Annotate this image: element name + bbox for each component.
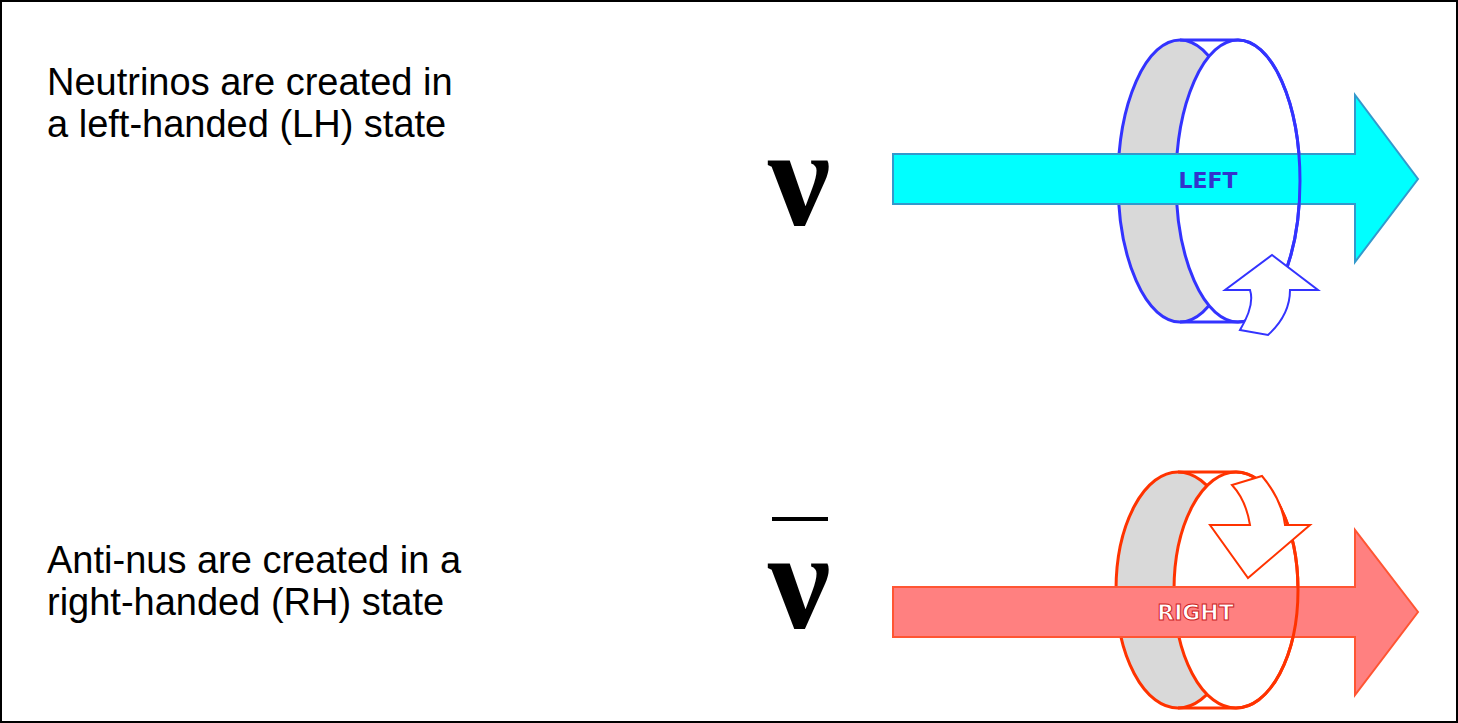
statement-text: Anti-nus are created in a right-handed (…: [47, 540, 480, 624]
arrow-label: LEFT: [1178, 168, 1237, 193]
neutrino-symbol: ν: [768, 108, 831, 248]
left-handed-symbol: [893, 40, 1418, 335]
antineutrino-symbol: ν: [768, 511, 831, 651]
statement-text: Neutrinos are created in a left-handed (…: [47, 62, 461, 146]
helicity-arrow: LEFT: [1174, 166, 1242, 195]
helicity-arrow: RIGHT: [1153, 598, 1238, 627]
arrow-label: RIGHT: [1157, 600, 1234, 625]
right-handed-symbol: [893, 472, 1418, 708]
